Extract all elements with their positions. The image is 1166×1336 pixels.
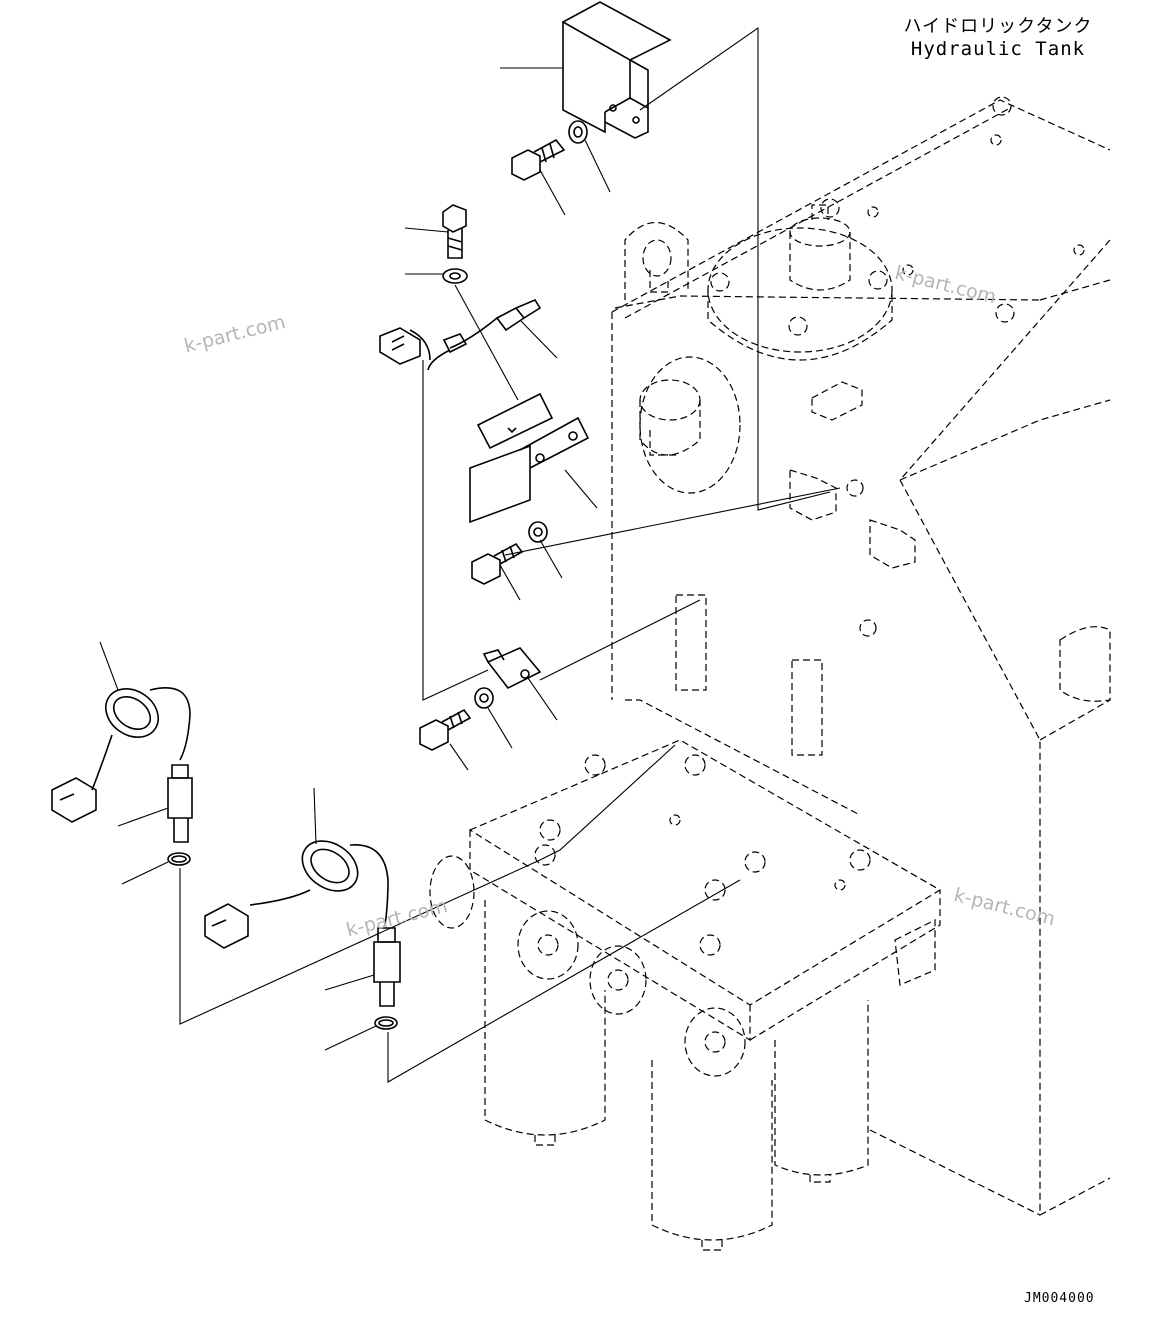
clamp-bolt <box>419 708 472 751</box>
o-ring-left <box>167 852 191 866</box>
hydraulic-tank-outline <box>611 99 1111 1216</box>
assembly-lines <box>179 26 841 1083</box>
pressure-switch-center <box>204 840 401 1007</box>
tank-top-cover <box>707 96 1085 361</box>
filter-manifold <box>429 739 942 1077</box>
vertical-bolt <box>442 204 467 259</box>
tank-mounting-blocks <box>675 381 1111 756</box>
plate-washer <box>528 521 548 543</box>
sensor-mounting-plate <box>469 392 590 524</box>
callout-leaders <box>99 67 611 1051</box>
vertical-washer <box>442 268 468 284</box>
clamp-washer <box>474 687 494 709</box>
harness-clamp <box>482 647 542 690</box>
pressure-switch-left <box>51 686 193 843</box>
title-japanese: ハイドロリックタンク <box>903 16 1093 37</box>
cover-bolt <box>511 138 566 181</box>
plate-bolt <box>471 542 524 585</box>
drawing-number: JM004000 <box>1024 1291 1095 1306</box>
lifting-eye <box>624 221 689 300</box>
title-english: Hydraulic Tank <box>910 38 1086 60</box>
cover-bracket <box>561 1 672 139</box>
o-ring-center <box>374 1016 398 1030</box>
side-port-boss <box>639 356 741 494</box>
filter-canisters <box>484 900 869 1251</box>
temperature-sensor-harness <box>379 298 542 371</box>
cover-washer <box>568 120 588 144</box>
